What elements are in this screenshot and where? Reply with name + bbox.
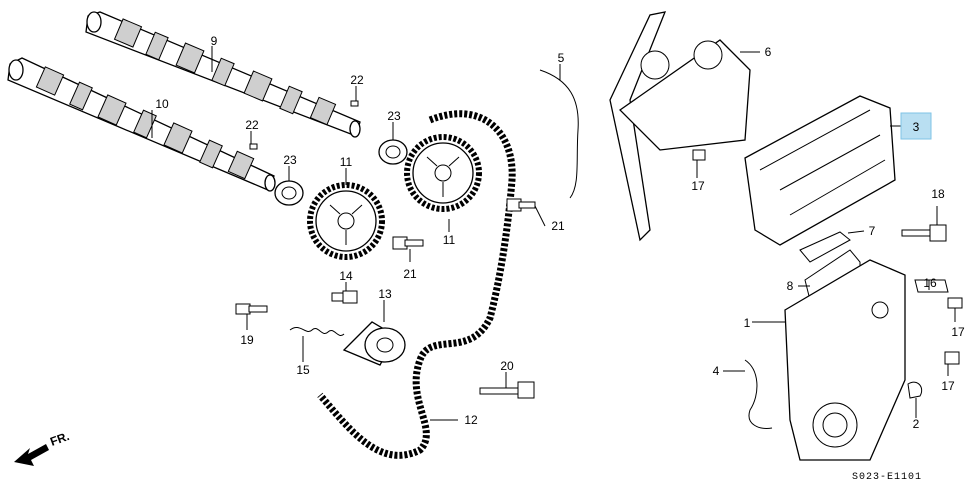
- callout-8[interactable]: 8: [787, 279, 794, 293]
- callout-21[interactable]: 21: [403, 267, 417, 281]
- callout-3[interactable]: 3: [913, 120, 920, 134]
- callout-5[interactable]: 5: [558, 51, 565, 65]
- bolt-17-right[interactable]: [947, 297, 963, 309]
- callout-23[interactable]: 23: [387, 109, 401, 123]
- callout-18[interactable]: 18: [931, 187, 945, 201]
- gasket-7[interactable]: [799, 231, 851, 263]
- callout-13[interactable]: 13: [378, 287, 392, 301]
- callout-19[interactable]: 19: [240, 333, 254, 347]
- bolt-17-upper[interactable]: [692, 149, 706, 161]
- callout-2[interactable]: 2: [913, 417, 920, 431]
- callout-17[interactable]: 17: [941, 379, 955, 393]
- bolt-21-upper[interactable]: [506, 198, 536, 212]
- callout-6[interactable]: 6: [765, 45, 772, 59]
- bolt-21-lower[interactable]: [392, 236, 424, 250]
- tensioner-spring[interactable]: [289, 326, 345, 336]
- pin-22-upper[interactable]: [350, 100, 359, 107]
- catalog-code: S023-E1101: [852, 472, 922, 483]
- lower-cover[interactable]: [784, 259, 906, 461]
- upper-cover-back[interactable]: [609, 11, 751, 242]
- callout-17[interactable]: 17: [951, 325, 965, 339]
- timing-belt[interactable]: [317, 110, 516, 459]
- dipstick-4[interactable]: [744, 359, 773, 429]
- leader-lines: [151, 46, 956, 421]
- oil-seal-upper[interactable]: [378, 139, 408, 165]
- callout-15[interactable]: 15: [296, 363, 310, 377]
- selected-callout-highlight: [900, 112, 932, 140]
- front-direction-indicator: FR.: [14, 429, 71, 466]
- callout-12[interactable]: 12: [464, 413, 478, 427]
- callout-4[interactable]: 4: [713, 364, 720, 378]
- callout-16[interactable]: 16: [923, 276, 937, 290]
- upper-cover-front[interactable]: [744, 95, 896, 246]
- callout-11[interactable]: 11: [340, 155, 353, 169]
- callout-labels: 9 10 22 22 23 23 11 11 21 21 14 13 19 15…: [155, 34, 965, 431]
- camshaft-lower[interactable]: [7, 57, 276, 192]
- washer-16[interactable]: [914, 279, 949, 293]
- callout-1[interactable]: 1: [744, 316, 751, 330]
- tensioner-pulley[interactable]: [342, 321, 406, 366]
- callout-11[interactable]: 11: [443, 233, 456, 247]
- camshaft-upper[interactable]: [85, 11, 361, 138]
- bolt-17-lower[interactable]: [944, 351, 960, 365]
- bolt-20[interactable]: [479, 381, 535, 399]
- bolt-19[interactable]: [235, 303, 268, 315]
- cam-pulley-left[interactable]: [307, 182, 385, 260]
- guide-plate-2[interactable]: [907, 381, 923, 399]
- front-arrow-icon: [14, 444, 49, 466]
- oil-seal-lower[interactable]: [274, 180, 304, 206]
- callout-21[interactable]: 21: [551, 219, 565, 233]
- seal-rubber-5[interactable]: [539, 69, 579, 199]
- callout-9[interactable]: 9: [211, 34, 218, 48]
- callout-7[interactable]: 7: [869, 224, 876, 238]
- callout-22[interactable]: 22: [245, 118, 259, 132]
- callout-22[interactable]: 22: [350, 73, 364, 87]
- callout-10[interactable]: 10: [155, 97, 169, 111]
- bolt-18[interactable]: [901, 224, 947, 242]
- callout-14[interactable]: 14: [339, 269, 353, 283]
- callout-20[interactable]: 20: [500, 359, 514, 373]
- callout-17[interactable]: 17: [691, 179, 705, 193]
- pin-22-lower[interactable]: [249, 143, 258, 150]
- cam-pulley-right[interactable]: [404, 134, 482, 212]
- direction-label: FR.: [48, 429, 71, 449]
- callout-23[interactable]: 23: [283, 153, 297, 167]
- bolt-14[interactable]: [331, 290, 358, 304]
